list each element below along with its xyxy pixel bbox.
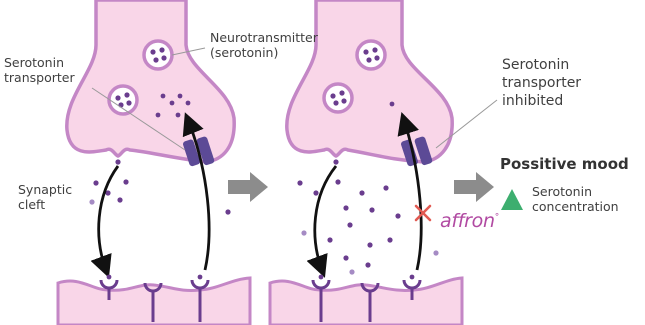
increase-triangle-icon <box>501 189 523 210</box>
presynaptic-terminal-right <box>287 0 452 162</box>
release-arrow <box>99 166 118 270</box>
inhibited-label-line3: inhibited <box>502 92 581 110</box>
affron-logo-mark: ° <box>495 213 499 223</box>
vesicle-icon <box>109 86 137 114</box>
vesicle-icon <box>357 41 385 69</box>
synaptic-cleft-label-line2: cleft <box>18 197 72 212</box>
affron-logo-text: affron <box>440 210 495 232</box>
transporter-label-line1: Serotonin <box>4 55 75 70</box>
transporter-label-line2: transporter <box>4 70 75 85</box>
positive-mood-title: Possitive mood <box>500 155 629 173</box>
neurotransmitter-label: Neurotransmitter (serotonin) <box>210 30 318 60</box>
presynaptic-terminal-left <box>67 0 234 162</box>
neurotransmitter-label-line1: Neurotransmitter <box>210 30 318 45</box>
vesicle-icon <box>144 41 172 69</box>
synaptic-cleft-label: Synaptic cleft <box>18 182 72 212</box>
process-arrow-icon <box>454 172 494 202</box>
serotonin-molecules-right-terminal <box>390 102 395 107</box>
inhibited-label-line2: transporter <box>502 74 581 92</box>
transporter-inhibited-label: Serotonin transporter inhibited <box>502 56 581 110</box>
release-arrow <box>315 166 336 270</box>
transporter-label: Serotonin transporter <box>4 55 75 85</box>
inhibition-x-icon <box>416 206 430 220</box>
serotonin-concentration-label: Serotonin concentration <box>532 184 619 214</box>
concentration-label-line1: Serotonin <box>532 184 619 199</box>
inhibited-label-line1: Serotonin <box>502 56 581 74</box>
synaptic-cleft-label-line1: Synaptic <box>18 182 72 197</box>
concentration-label-line2: concentration <box>532 199 619 214</box>
postsynaptic-membrane-right <box>270 278 462 325</box>
neurotransmitter-label-line2: (serotonin) <box>210 45 318 60</box>
vesicle-icon <box>324 84 352 112</box>
process-arrow-icon <box>228 172 268 202</box>
affron-logo: affron° <box>440 210 499 232</box>
